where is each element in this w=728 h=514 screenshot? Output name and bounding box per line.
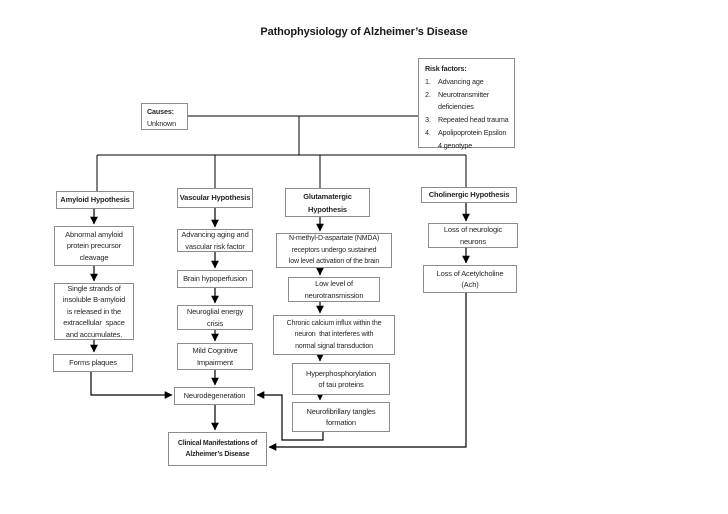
risk-item-text: deficiencies [438,102,474,112]
node-neurofibrillary-tangles: Neurofibrillary tangles formation [292,402,390,432]
risk-item-num: 3. [425,115,431,125]
risk-item-text: Advancing age [438,76,484,86]
risk-factors-heading: Risk factors: [425,64,467,73]
risk-item-num: 4. [425,127,431,137]
node-nmda-receptors: N-methyl-D-aspartate (NMDA) receptors un… [276,233,392,268]
node-vascular-hypothesis: Vascular Hypothesis [177,188,253,208]
risk-item-num: 1. [425,76,431,86]
node-loss-acetylcholine: Loss of Acetylcholine (Ach) [423,265,517,293]
arrow-ach-clinical [268,293,467,451]
risk-item-num [425,101,438,114]
connector-arrows [90,203,470,451]
node-forms-plaques: Forms plaques [53,354,133,372]
node-amyloid-strands: Single strands of insoluble B-amyloid is… [54,283,134,340]
node-neuroglial-energy-crisis: Neuroglial energy crisis [177,305,253,330]
risk-item-num: 2. [425,89,431,99]
causes-box: Causes: Unknown [141,103,188,130]
node-tau-hyperphosphorylation: Hyperphosphorylation of tau proteins [292,363,390,395]
risk-item-text: Repeated head trauma [438,115,509,125]
causes-heading: Causes: [147,107,174,116]
node-low-neurotransmission: Low level of neurotransmission [288,277,380,302]
connector-structure [96,115,467,191]
node-advancing-aging: Advancing aging and vascular risk factor [177,229,253,252]
node-loss-neurons: Loss of neurologic neurons [428,223,518,248]
node-neurodegeneration: Neurodegeneration [174,387,255,405]
node-amyloid-hypothesis: Amyloid Hypothesis [56,191,134,209]
arrow-plaques-neurodegeneration [90,372,173,399]
risk-factors-list: 1. Advancing age 2. Neurotransmitter def… [425,76,512,153]
risk-item-text: Neurotransmitter [438,89,490,99]
node-glutamatergic-hypothesis: Glutamatergic Hypothesis [285,188,370,217]
risk-item-text: 4 genotype [438,140,473,150]
risk-item-text: Apolipoprotein Epsilon [438,127,507,137]
arrow-tangles-neurodegeneration [256,391,324,441]
risk-item-num [425,140,438,153]
node-amyloid-cleavage: Abnormal amyloid protein precursor cleav… [54,226,134,266]
node-brain-hypoperfusion: Brain hypoperfusion [177,270,253,288]
causes-value: Unknown [147,118,176,128]
node-cholinergic-hypothesis: Cholinergic Hypothesis [421,187,517,203]
node-mild-cognitive-impairment: Mild Cognitive Impairment [177,343,253,370]
node-clinical-manifestations: Clinical Manifestations of Alzheimer’s D… [168,432,267,466]
page-title: Pathophysiology of Alzheimer’s Disease [260,26,468,38]
risk-factors-box: Risk factors: 1. Advancing age 2. Neurot… [418,58,515,150]
node-calcium-influx: Chronic calcium influx within the neuron… [273,315,395,355]
